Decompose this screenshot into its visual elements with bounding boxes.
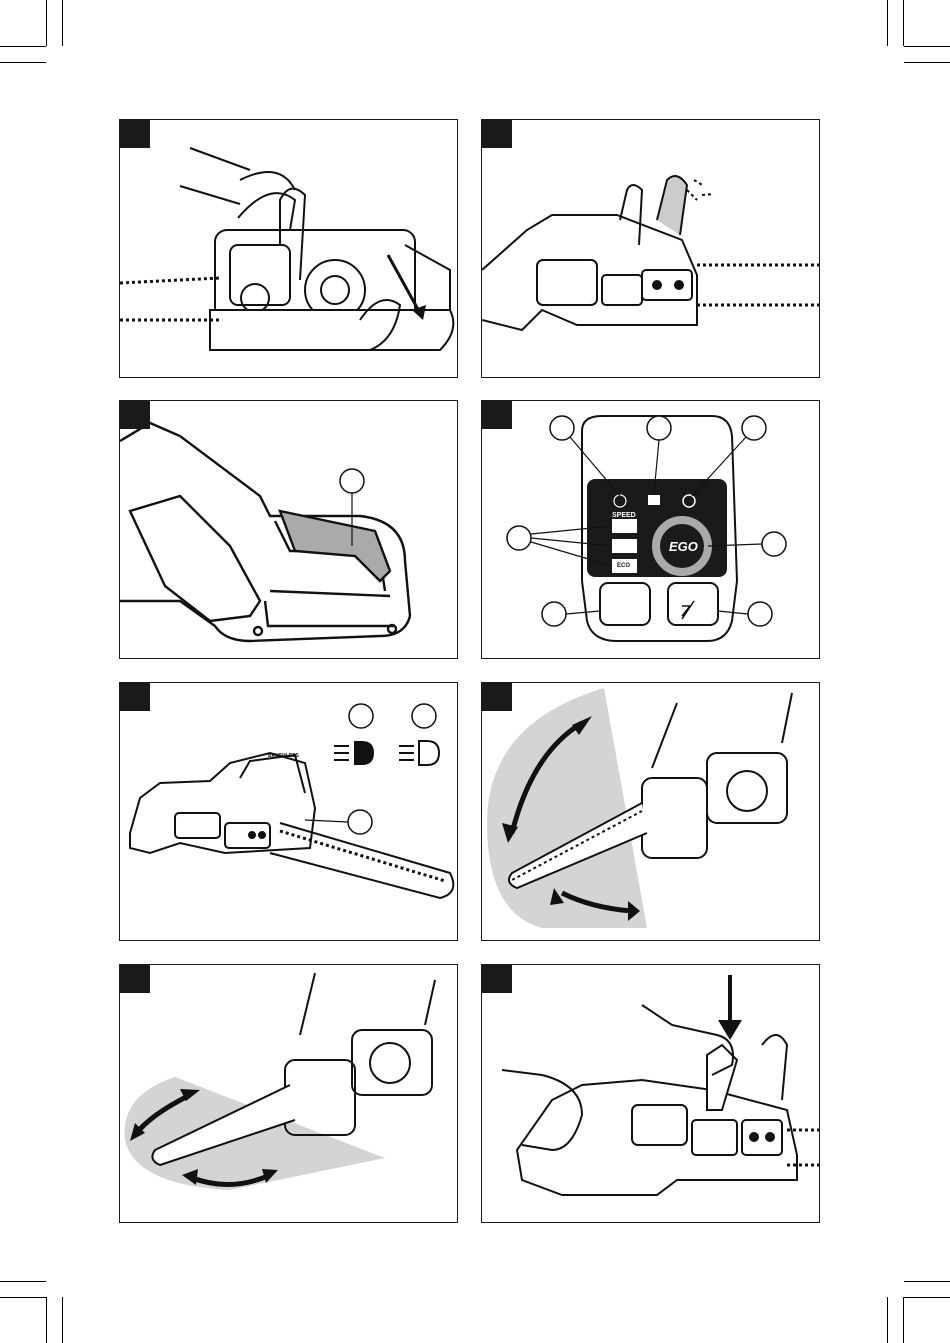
figure-number-tab [120, 120, 150, 148]
figure-number-tab [482, 120, 512, 148]
cutting-zone [487, 688, 647, 928]
figure-panel-3 [119, 400, 458, 659]
control-panel-illustration [482, 401, 820, 659]
crop-mark [62, 0, 63, 46]
figure-panel-7 [119, 964, 458, 1223]
figure-number-tab [120, 965, 150, 993]
figure-panel-4: SPEED ECO EGO [481, 400, 820, 659]
figure-number-tab [482, 683, 512, 711]
callout-circle [340, 469, 364, 493]
figure-number-tab [120, 401, 150, 429]
speed-label: SPEED [612, 512, 636, 519]
figure-number-tab [482, 401, 512, 429]
crop-mark [904, 1281, 950, 1282]
vertical-cutting-zone-illustration [482, 683, 820, 941]
figure-number-tab [482, 965, 512, 993]
crop-mark [887, 0, 888, 46]
rear-handle-illustration [120, 401, 458, 659]
eco-label: ECO [617, 563, 630, 569]
headlight-off-icon [399, 741, 439, 765]
crop-mark [903, 0, 904, 46]
headlight-on-icon [334, 741, 374, 765]
crop-mark [904, 46, 950, 47]
ego-logo: EGO [669, 539, 698, 554]
figure-panel-1 [119, 119, 458, 378]
headlight-illustration [120, 683, 458, 941]
brushless-label: BRUSHLESS [268, 753, 299, 759]
figure-panel-6 [481, 682, 820, 941]
crop-mark [0, 1281, 46, 1282]
crop-mark [903, 1297, 904, 1343]
crop-mark [46, 0, 47, 46]
crop-mark [0, 62, 46, 63]
crop-mark [62, 1297, 63, 1343]
chain-brake-illustration [482, 120, 820, 378]
figure-number-tab [120, 683, 150, 711]
crop-mark [887, 1297, 888, 1343]
press-brake-illustration [482, 965, 820, 1223]
crop-mark [0, 1297, 46, 1298]
figure-panel-5: BRUSHLESS [119, 682, 458, 941]
crop-mark [904, 62, 950, 63]
crop-mark [46, 1297, 47, 1343]
chainsaw-grip-illustration [120, 120, 458, 378]
crop-mark [904, 1297, 950, 1298]
crop-mark [0, 46, 46, 47]
figure-panel-8 [481, 964, 820, 1223]
horizontal-cutting-zone-illustration [120, 965, 458, 1223]
figure-panel-2 [481, 119, 820, 378]
